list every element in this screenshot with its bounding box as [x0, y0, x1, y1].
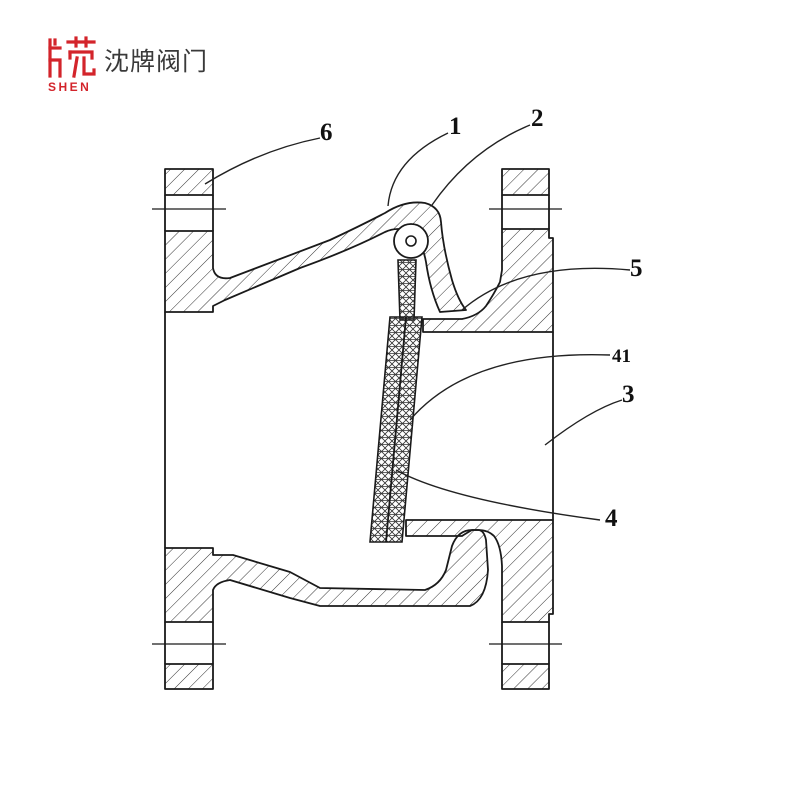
- valve-disc-seal-line: [385, 316, 407, 543]
- leader-line-3: [544, 399, 623, 446]
- callout-2: 2: [531, 105, 544, 132]
- valve-body-upper-wall: [164, 201, 467, 313]
- right-bolt-hole-bottom: [501, 622, 550, 664]
- leader-line-6: [204, 137, 321, 185]
- brand-name-text: 沈牌阀门: [104, 47, 209, 76]
- callout-6: 6: [320, 119, 333, 146]
- callout-4: 4: [605, 505, 618, 532]
- disc-arm: [397, 259, 417, 321]
- hinge-pin-center-icon: [405, 235, 417, 247]
- leader-line-5: [461, 267, 631, 311]
- right-bolt-stub-bottom: [501, 663, 550, 690]
- leader-line-41: [409, 353, 611, 421]
- callout-41: 41: [612, 346, 631, 367]
- left-bolt-hole-top: [164, 195, 214, 231]
- leader-line-4: [395, 469, 601, 521]
- right-bolt-hole-top: [501, 195, 550, 229]
- callout-1: 1: [449, 113, 462, 140]
- brand-mark-icon: [48, 36, 96, 78]
- valve-body-right-lower: [405, 519, 554, 623]
- leader-line-1: [387, 132, 449, 207]
- brand-logo: SHEN 沈牌阀门: [46, 36, 266, 96]
- valve-body-lower-wall: [164, 529, 489, 623]
- brand-latin-text: SHEN: [48, 80, 92, 94]
- leader-line-2: [431, 124, 531, 206]
- left-bolt-stub-bottom: [164, 663, 214, 690]
- callout-5: 5: [630, 255, 643, 282]
- left-bolt-stub-top: [164, 168, 214, 196]
- right-bolt-stub-top: [501, 168, 550, 196]
- left-bolt-hole-bottom: [164, 622, 214, 664]
- callout-3: 3: [622, 381, 635, 408]
